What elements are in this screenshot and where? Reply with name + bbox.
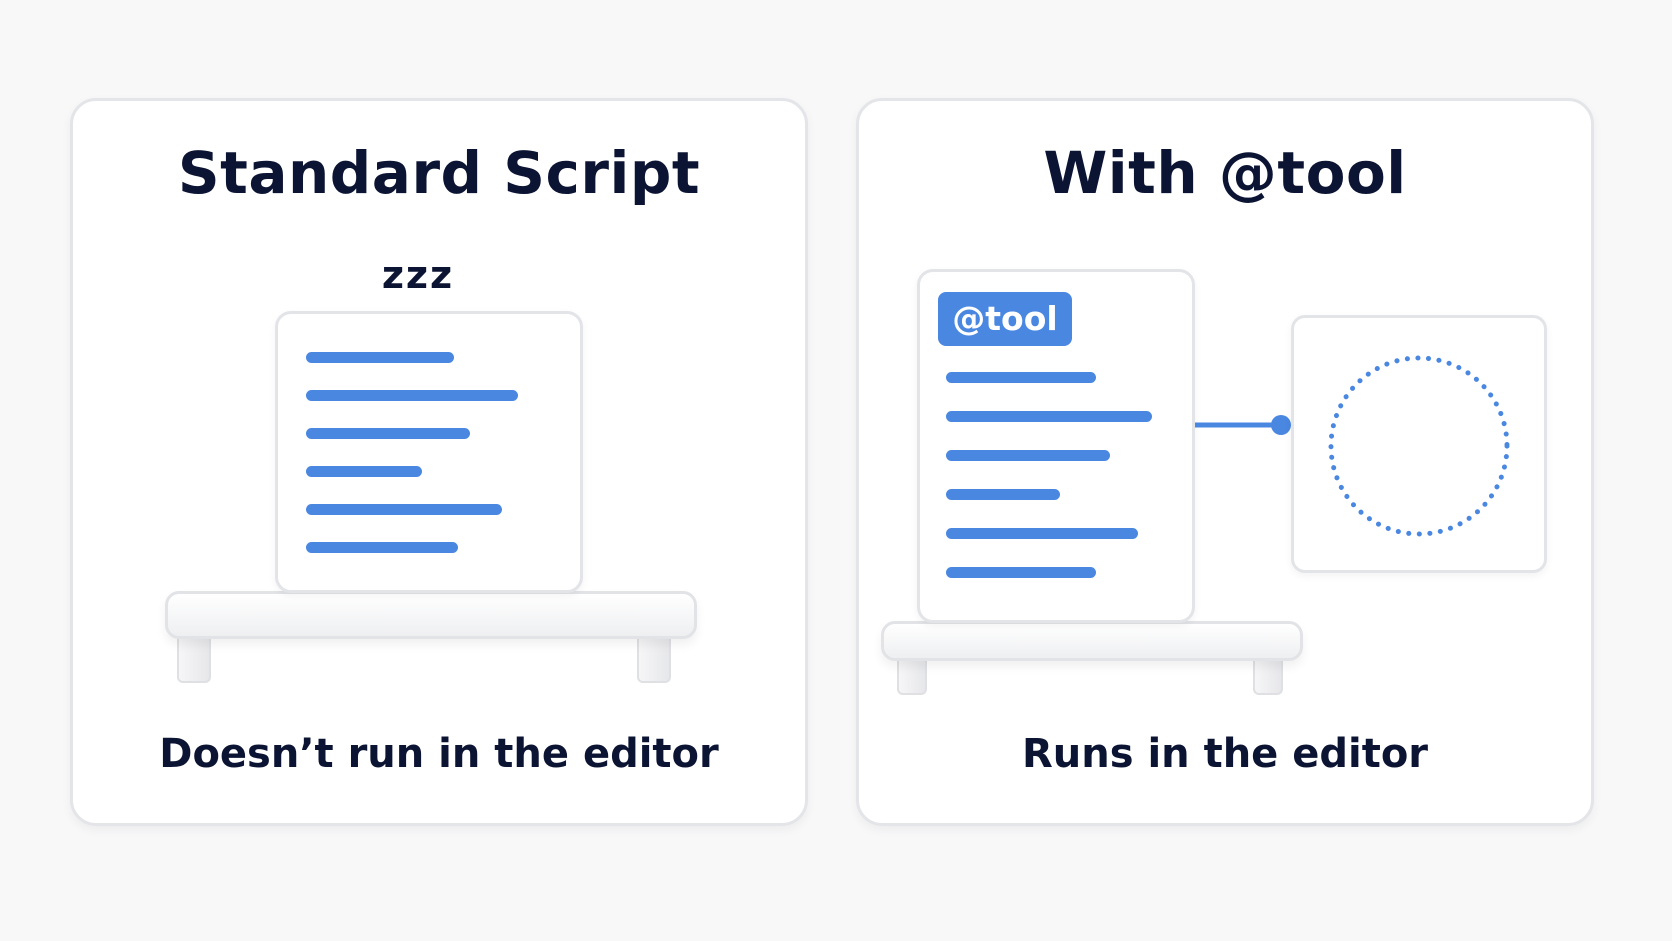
code-line — [946, 450, 1110, 461]
code-line — [946, 489, 1060, 500]
tool-annotation-tag: @tool — [938, 292, 1072, 346]
code-line — [946, 567, 1096, 578]
standard-script-title: Standard Script — [177, 139, 701, 207]
sleep-indicator: zzz — [381, 253, 455, 297]
code-line — [306, 352, 454, 363]
shelf-leg-left — [897, 657, 927, 695]
code-line — [946, 411, 1152, 422]
tool-script-title: With @tool — [1043, 139, 1407, 207]
tool-script-panel: With @tool @tool Runs in the editor — [856, 98, 1594, 826]
code-line — [946, 372, 1096, 383]
running-loader-icon — [1328, 355, 1510, 537]
code-line — [306, 542, 458, 553]
editor-preview-box — [1291, 315, 1547, 573]
script-document-icon — [275, 311, 583, 593]
standard-script-panel: Standard Script zzz Doesn’t run in the e… — [70, 98, 808, 826]
tool-script-caption: Runs in the editor — [1021, 731, 1429, 777]
shelf-icon — [165, 591, 697, 639]
tool-script-document-icon: @tool — [917, 269, 1195, 623]
shelf-leg-right — [637, 635, 671, 683]
connector-line — [1195, 415, 1291, 435]
standard-script-caption: Doesn’t run in the editor — [159, 731, 719, 777]
code-line — [306, 428, 470, 439]
code-line — [306, 466, 422, 477]
shelf-icon — [881, 621, 1303, 661]
shelf-leg-left — [177, 635, 211, 683]
shelf-leg-right — [1253, 657, 1283, 695]
code-line — [946, 528, 1138, 539]
code-line — [306, 504, 502, 515]
code-line — [306, 390, 518, 401]
